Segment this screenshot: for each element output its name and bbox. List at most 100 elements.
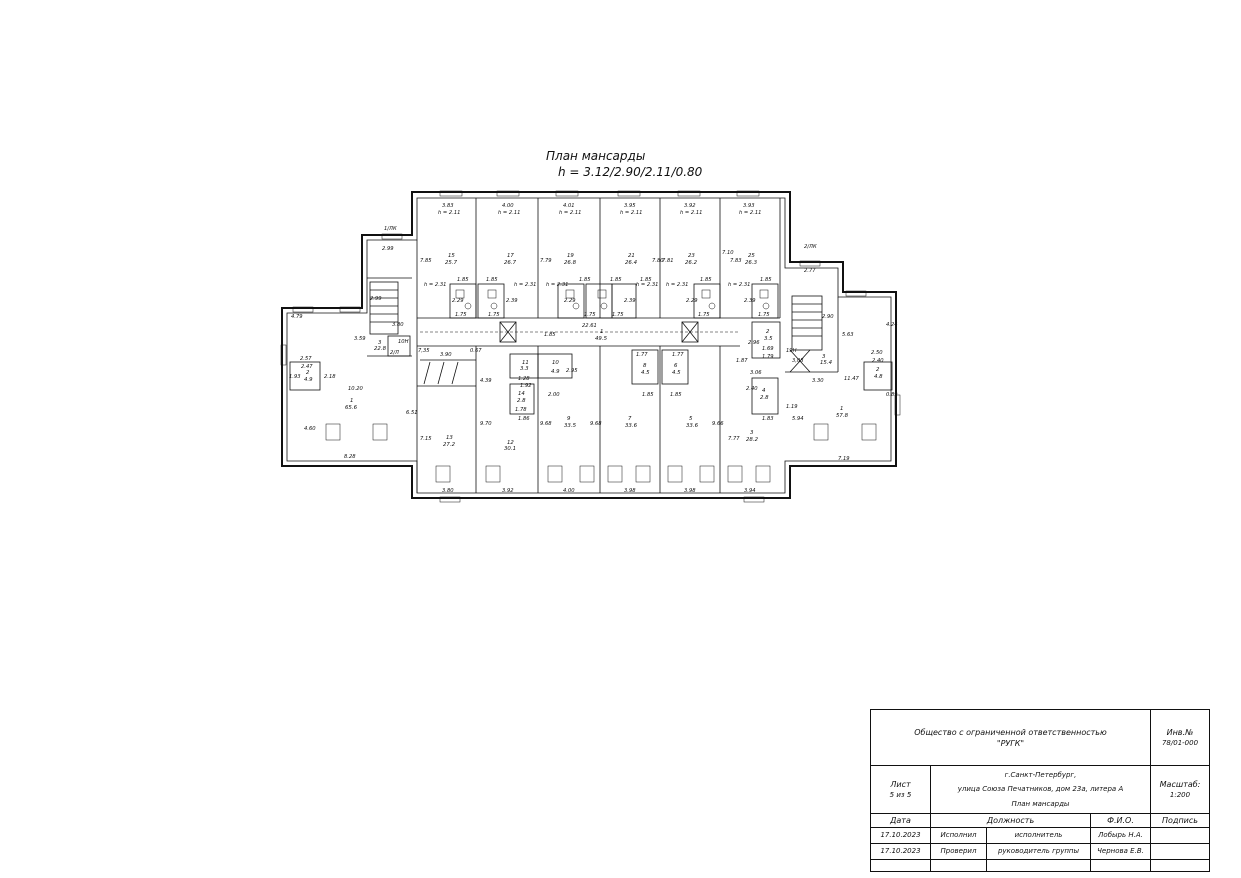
dim-label: 2.99	[370, 296, 382, 302]
dim-label: 8.28	[344, 454, 356, 460]
room-area: 4.9	[551, 369, 560, 375]
height-label: h = 2.31	[546, 282, 568, 288]
dim-label: 2.40	[746, 386, 758, 392]
height-label: h = 2.11	[739, 210, 761, 216]
bottom-room-labels: 13 27.2 12 30.1 9 33.5 7 33.6 5 33.6 3 2…	[443, 416, 759, 452]
dim-label: 2.99	[382, 246, 394, 252]
dim-label: 2.39	[744, 298, 756, 304]
room-number: 15	[448, 253, 455, 259]
scale-cell: Масштаб: 1:200	[1151, 766, 1209, 814]
empty-cell	[1151, 860, 1209, 871]
dim-label: 2.29	[452, 298, 464, 304]
bottom-width-dims: 3.80 3.92 4.00 3.98 3.98 3.94	[442, 488, 756, 494]
room-number: 25	[748, 253, 755, 259]
tag-label: 19Н	[786, 348, 797, 354]
room-area: 26.4	[625, 260, 638, 266]
dim-label: 3.95	[624, 203, 636, 209]
dim-label: 1.85	[670, 392, 682, 398]
dim-label: 1.75	[758, 312, 770, 318]
dim-label: 1.85	[579, 277, 591, 283]
dim-label: 1.75	[488, 312, 500, 318]
dim-label: 4.79	[291, 314, 303, 320]
plan-title: План мансарды	[546, 149, 645, 163]
dim-label: 3.92	[502, 488, 514, 494]
plan-subtitle: h = 3.12/2.90/2.11/0.80	[558, 165, 703, 179]
room-area: 4.9	[304, 377, 313, 383]
room-number: 23	[688, 253, 695, 259]
room-number: 21	[628, 253, 635, 259]
dim-label: 4.60	[304, 426, 316, 432]
corridor-number: 1	[600, 329, 603, 335]
misc-dims: 1.28 1.92 2.00 1.78 1.86 1.77 1.77 1.69 …	[440, 332, 774, 422]
room-area: 2.8	[517, 398, 526, 404]
room-area: 57.8	[836, 413, 849, 419]
dim-label: 9.68	[590, 421, 602, 427]
dim-label: 3.93	[743, 203, 755, 209]
room-number: 8	[643, 363, 647, 369]
dim-label: 4.24	[886, 322, 898, 328]
roof-windows	[325, 423, 877, 483]
room-area: 26.7	[504, 260, 517, 266]
room-area: 26.3	[745, 260, 758, 266]
sheet-cell: Лист 5 из 5	[871, 766, 931, 814]
height-label: h = 2.11	[438, 210, 460, 216]
tag-label: 2/Л	[390, 350, 399, 356]
row-role: Проверил	[931, 844, 987, 860]
room-number: 11	[522, 360, 529, 366]
room-number: 17	[507, 253, 514, 259]
bottom-depth-dims: 7.15 9.70 9.68 9.68 9.66 7.77	[420, 421, 740, 442]
room-area: 4.5	[641, 370, 650, 376]
org-name: Общество с ограниченной ответственностью	[914, 727, 1107, 737]
address-city: г.Санкт-Петербург,	[1004, 770, 1077, 779]
room-area: 25.7	[445, 260, 458, 266]
room-number: 7	[628, 416, 632, 422]
top-depth-dims: 7.85 7.79 7.80 7.81 7.10 7.83	[420, 250, 742, 264]
dim-label: 3.80	[442, 488, 454, 494]
row-date: 17.10.2023	[871, 844, 931, 860]
dim-label: 1.85	[544, 332, 556, 338]
room-number: 1	[840, 406, 843, 412]
room-number: 9	[567, 416, 571, 422]
room-area: 26.8	[564, 260, 577, 266]
dim-label: 1.75	[612, 312, 624, 318]
dim-label: 2.29	[564, 298, 576, 304]
room-area: 22.8	[374, 346, 387, 352]
outer-walls	[281, 191, 897, 499]
dim-label: 6.51	[406, 410, 418, 416]
row-date: 17.10.2023	[871, 828, 931, 844]
room-number: 3	[750, 430, 754, 436]
dim-label: 9.68	[540, 421, 552, 427]
org-short-name: "РУГК"	[996, 738, 1025, 748]
dim-label: 1.85	[700, 277, 712, 283]
row-name: Лобырь Н.А.	[1091, 828, 1151, 844]
dim-label: 2.90	[822, 314, 834, 320]
room-area: 3.3	[520, 366, 529, 372]
dim-label: 1.85	[610, 277, 622, 283]
dim-label: 1.85	[640, 277, 652, 283]
room-number: 12	[507, 440, 514, 446]
room-number: 10	[552, 360, 559, 366]
dim-label: 7.81	[662, 258, 674, 264]
height-label: h = 2.31	[424, 282, 446, 288]
inventory-label: Инв.№	[1166, 727, 1194, 737]
dim-label: 4.00	[563, 488, 575, 494]
dim-label: 5.94	[792, 416, 804, 422]
inventory-cell: Инв.№ 78/01-000	[1151, 710, 1209, 766]
room-area: 15.4	[820, 360, 833, 366]
dim-label: 2.57	[300, 356, 312, 362]
dim-label: 1.87	[736, 358, 748, 364]
dim-label: 3.98	[684, 488, 696, 494]
left-wing	[289, 277, 476, 391]
top-bathrooms	[449, 283, 779, 319]
height-label: h = 2.31	[728, 282, 750, 288]
address-street: улица Союза Печатников, дом 23а, литера …	[957, 785, 1124, 793]
height-label: h = 2.11	[680, 210, 702, 216]
height-label: h = 2.31	[514, 282, 536, 288]
stair-label: 1/ЛК	[384, 226, 397, 232]
dim-label: 1.85	[457, 277, 469, 283]
dim-label: 2.18	[324, 374, 336, 380]
windows	[280, 190, 901, 503]
height-label: h = 2.31	[666, 282, 688, 288]
dim-label: 7.79	[540, 258, 552, 264]
top-width-dims: 3.83 4.00 4.01 3.95 3.92 3.93	[442, 203, 755, 209]
